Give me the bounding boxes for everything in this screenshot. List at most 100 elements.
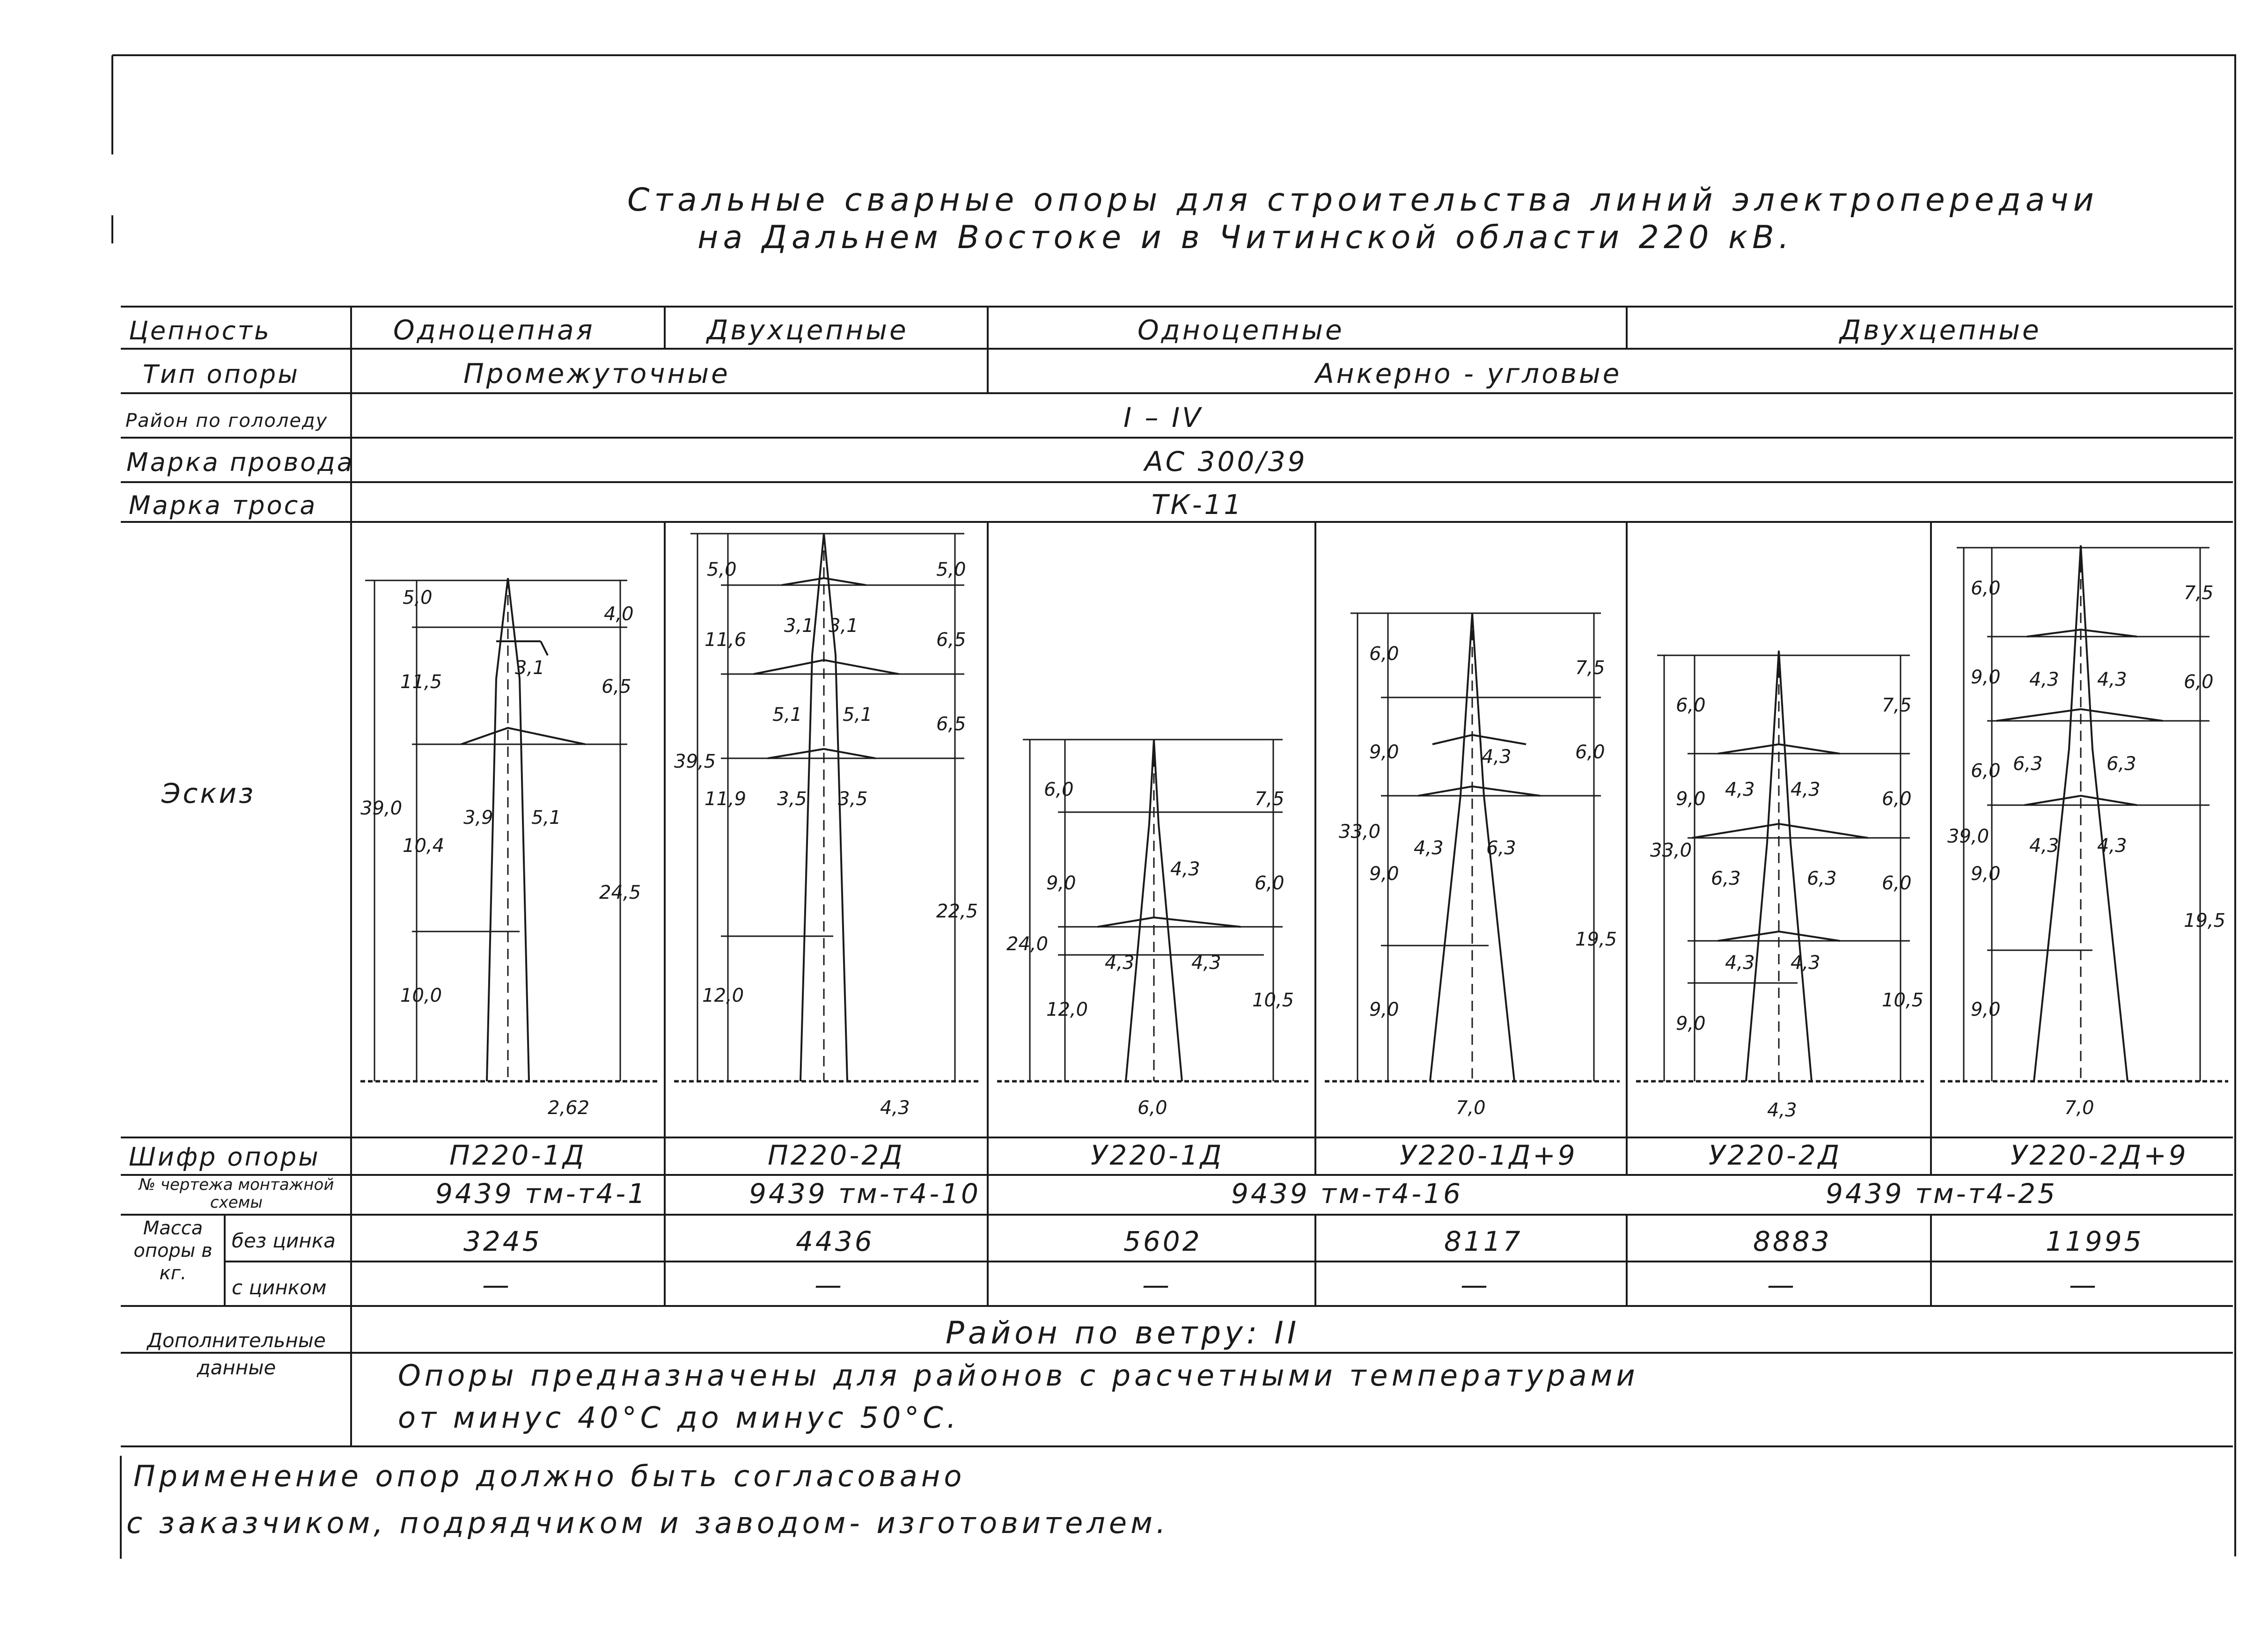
tower-sketch-6: 6,0 7,5 39,0 9,0 4,3 4,3 6,0 6,0 6,3 6,3… [1940, 545, 2228, 1119]
t4-dim-4: 9,0 [1369, 741, 1399, 763]
tower-sketch-4: 6,0 7,5 33,0 9,0 4,3 6,0 9,0 4,3 6,3 19,… [1325, 612, 1620, 1119]
t5-dim-2: 33,0 [1650, 840, 1692, 861]
t5-dim-9: 6,3 [1807, 868, 1837, 889]
t3-dim-5: 4,3 [1170, 858, 1200, 880]
t6-dim-13: 4,3 [2097, 835, 2127, 857]
tower-sketches: 5,0 4,0 11,5 6,5 3,1 39,0 10,4 3,9 5,1 2… [360, 533, 2228, 1121]
t3-dim-6: 6,0 [1255, 873, 1284, 894]
t2-dim-1: 5,0 [936, 559, 966, 580]
zinc-3: — [1142, 1269, 1172, 1301]
t4-dim-7: 9,0 [1369, 863, 1399, 885]
t6-dim-12: 4,3 [2029, 835, 2059, 857]
type-anchor: Анкерно - угловые [1314, 358, 1622, 389]
title-line-1: Стальные сварные опоры для строительства… [627, 182, 2099, 219]
row-labels: Цепность Тип опоры Район по гололеду Мар… [125, 316, 354, 1379]
label-extra: Дополнительные данные [147, 1329, 326, 1379]
code-2: П220-2Д [768, 1139, 904, 1171]
label-wire: Марка провода [126, 447, 354, 477]
t3-dim-9: 10,5 [1252, 990, 1294, 1011]
t5-dim-13: 10,5 [1882, 990, 1923, 1011]
tower-sketch-1: 5,0 4,0 11,5 6,5 3,1 39,0 10,4 3,9 5,1 2… [360, 578, 658, 1119]
t4-dim-11: 9,0 [1369, 999, 1399, 1020]
chain-col-2: Двухцепные [705, 314, 909, 346]
wire-grade: АС 300/39 [1143, 446, 1307, 477]
label-mass-no-zinc: без цинка [232, 1229, 336, 1252]
t2-dim-14: 22,5 [936, 901, 978, 922]
t2-dim-7: 39,5 [674, 751, 716, 772]
extra-line-2: от минус 40°С до минус 50°С. [398, 1401, 960, 1435]
t5-dim-11: 4,3 [1725, 952, 1755, 974]
extra-data: Район по ветру: II Опоры предназначены д… [398, 1315, 1635, 1435]
t6-dim-7: 6,0 [2184, 671, 2214, 693]
sheet-frame [111, 54, 2236, 1556]
t5-dim-1: 7,5 [1882, 695, 1912, 716]
label-cable: Марка троса [129, 491, 317, 520]
label-sketch: Эскиз [161, 777, 256, 809]
label-chain: Цепность [129, 316, 271, 345]
t5-dim-5: 4,3 [1791, 779, 1820, 800]
tower-sketch-5: 7,5 33,0 6,0 4,3 4,3 9,0 6,0 6,3 6,3 6,0… [1636, 650, 1924, 1121]
t1-dim-2: 4,0 [604, 603, 634, 625]
t3-dim-2: 7,5 [1255, 788, 1284, 810]
mass-5: 8883 [1753, 1225, 1832, 1257]
t6-dim-10: 6,3 [2107, 753, 2136, 775]
chain-col-3: Одноцепные [1138, 314, 1344, 346]
code-3: У220-1Д [1091, 1139, 1224, 1171]
t1-dim-9: 5,1 [531, 807, 561, 829]
mass-6: 11995 [2046, 1225, 2144, 1257]
t3-dim-3: 24,0 [1006, 933, 1048, 955]
t6-dim-11: 9,0 [1971, 863, 2001, 885]
code-1: П220-1Д [449, 1139, 586, 1171]
t4-dim-1: 6,0 [1369, 643, 1399, 665]
t5-dim-10: 6,0 [1882, 873, 1912, 894]
t3-dim-10: 12,0 [1046, 999, 1088, 1020]
drawing-3: 9439 тм-т4-16 [1231, 1178, 1463, 1210]
t2-dim-10: 5,1 [772, 704, 802, 726]
t2-dim-4: 6,5 [936, 629, 966, 651]
t2-base: 4,3 [880, 1097, 910, 1119]
drawing-row: 9439 тм-т4-1 9439 тм-т4-10 9439 тм-т4-16… [435, 1178, 2055, 1210]
t2-dim-13: 3,5 [838, 788, 868, 810]
t5-dim-6: 9,0 [1676, 788, 1706, 810]
t1-dim-5: 3,1 [515, 657, 545, 679]
zinc-2: — [815, 1269, 844, 1301]
label-mass: Масса опоры в кг. [133, 1218, 213, 1284]
t3-dim-4: 9,0 [1046, 873, 1076, 894]
mass-3: 5602 [1123, 1225, 1202, 1257]
label-drawing-box: № чертежа монтажной схемы [139, 1176, 334, 1212]
zinc-5: — [1767, 1269, 1797, 1301]
t5-dim-14: 9,0 [1676, 1013, 1706, 1034]
t6-dim-6: 4,3 [2097, 669, 2127, 690]
title-line-2: на Дальнем Востоке и в Читинской области… [697, 219, 1793, 256]
drawing-1: 9439 тм-т4-1 [435, 1178, 647, 1210]
t2-dim-15: 12,0 [702, 985, 744, 1006]
t4-base: 7,0 [1456, 1097, 1486, 1119]
table-grid [120, 306, 2233, 1559]
t5-base: 4,3 [1767, 1100, 1797, 1121]
label-mass-zinc: с цинком [232, 1276, 327, 1299]
tower-sketch-3: 6,0 7,5 24,0 9,0 4,3 6,0 4,3 4,3 10,5 12… [997, 739, 1308, 1119]
drawing-2: 9439 тм-т4-10 [749, 1178, 981, 1210]
t4-dim-10: 19,5 [1575, 929, 1617, 950]
type-intermediate: Промежуточные [463, 358, 730, 389]
header-cells: Одноцепная Двухцепные Одноцепные Двухцеп… [393, 314, 2039, 521]
t1-dim-1: 5,0 [403, 587, 433, 609]
label-ice: Район по гололеду [125, 410, 328, 432]
mass-row: 3245 4436 5602 8117 8883 11995 [463, 1225, 2144, 1257]
wind-region: Район по ветру: II [946, 1315, 1300, 1351]
label-mass-box: Масса опоры в кг. [133, 1218, 213, 1284]
t2-dim-6: 3,1 [829, 615, 859, 637]
frame-top-right [112, 54, 2236, 1556]
t4-dim-2: 7,5 [1575, 657, 1605, 679]
t6-dim-14: 19,5 [2184, 910, 2225, 932]
t5-dim-8: 6,3 [1711, 868, 1741, 889]
label-drawing: № чертежа монтажной схемы [139, 1176, 334, 1212]
t4-dim-3: 33,0 [1339, 821, 1380, 843]
t4-dim-5: 4,3 [1482, 746, 1512, 768]
t3-dim-1: 6,0 [1044, 779, 1074, 800]
t3-dim-8: 4,3 [1191, 952, 1221, 974]
t1-dim-7: 10,4 [403, 835, 444, 857]
code-5: У220-2Д [1709, 1139, 1842, 1171]
mass-1: 3245 [463, 1225, 542, 1257]
